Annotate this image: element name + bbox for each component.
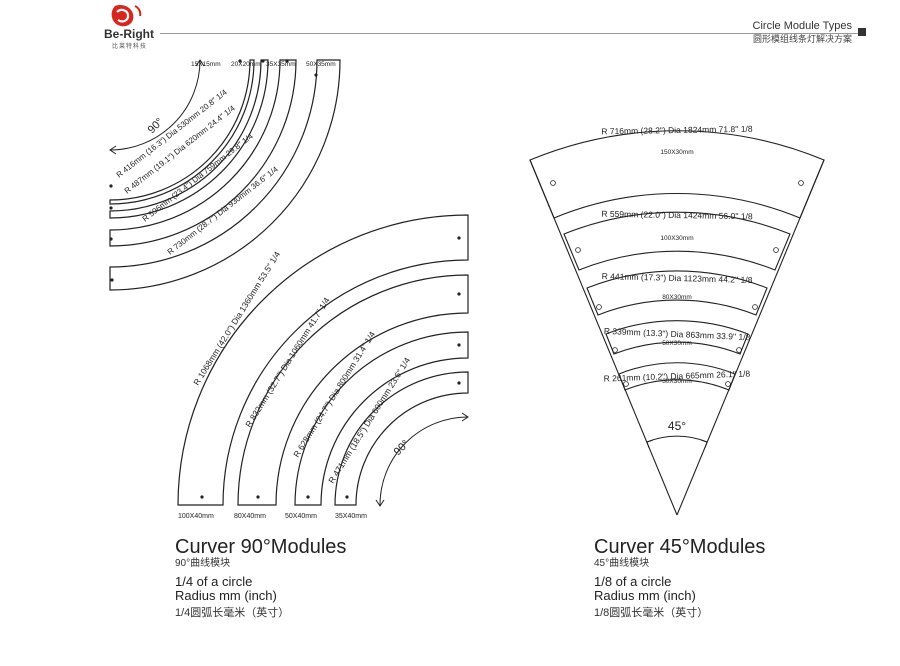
top-width-label-3: 50X35mm bbox=[306, 61, 336, 68]
top-arc-label-3: R 730mm (28.7") Dia 930mm 36.6" 1/4 bbox=[166, 164, 281, 256]
fan-arc-label-0: R 716mm (28.2") Dia 1824mm 71.8'' 1/8 bbox=[601, 124, 753, 137]
diagram45-fan bbox=[529, 130, 825, 516]
header-subtitle: 圆形模组线条灯解决方案 bbox=[752, 34, 852, 44]
band-35x35 bbox=[109, 59, 297, 247]
fan-ring-150x30 bbox=[529, 130, 825, 219]
band-80x40 bbox=[237, 274, 469, 506]
bottom-width-label-2: 50X40mm bbox=[285, 513, 317, 520]
caption45-line1: 1/8 of a circle bbox=[594, 574, 671, 589]
header-title: Circle Module Types bbox=[752, 20, 852, 32]
caption90-title: Curver 90°Modules bbox=[175, 536, 346, 558]
angle-arc-bottom bbox=[379, 416, 469, 506]
fan-width-label-3: 50X30mm bbox=[662, 340, 692, 347]
top-width-label-2: 35X35mm bbox=[266, 61, 296, 68]
caption90-subtitle: 90°曲线模块 bbox=[175, 556, 230, 569]
header-square-icon bbox=[858, 28, 866, 36]
brand-logo-icon bbox=[111, 5, 142, 27]
band-20x20 bbox=[109, 59, 269, 219]
band-50x40 bbox=[294, 331, 469, 506]
fan-angle-label: 45° bbox=[668, 419, 686, 433]
fan-ring-80x30 bbox=[586, 270, 768, 316]
caption90-line1: 1/4 of a circle bbox=[175, 574, 252, 589]
band-35x40 bbox=[334, 371, 469, 506]
fan-width-label-0: 150X30mm bbox=[660, 149, 693, 156]
band-50x35 bbox=[109, 59, 341, 291]
caption45-line2: Radius mm (inch) bbox=[594, 588, 696, 603]
bottom-width-label-0: 100X40mm bbox=[178, 513, 214, 520]
band-100x40 bbox=[177, 214, 469, 506]
angle-arc-top bbox=[109, 59, 201, 151]
fan-width-label-2: 80X30mm bbox=[662, 294, 692, 301]
caption90-line3: 1/4圆弧长毫米（英寸） bbox=[175, 605, 289, 619]
bottom-arc-label-2: R 628mm (24.7") Dia 800mm 31.4" 1/4 bbox=[291, 329, 377, 459]
fan-arc-label-2: R 441mm (17.3") Dia 1123mm 44.2'' 1/8 bbox=[602, 271, 753, 285]
fan-ring-50x30 bbox=[605, 320, 749, 355]
band-15x15 bbox=[109, 59, 255, 205]
fan-width-label-4: 30X30mm bbox=[662, 378, 692, 385]
caption45-subtitle: 45°曲线模块 bbox=[594, 556, 649, 569]
bottom-angle-label: 90° bbox=[392, 438, 412, 458]
caption45-title: Curver 45°Modules bbox=[594, 536, 765, 558]
caption90-line2: Radius mm (inch) bbox=[175, 588, 277, 603]
bottom-width-label-3: 35X40mm bbox=[335, 513, 367, 520]
top-width-label-1: 20X20mm bbox=[231, 61, 261, 68]
diagram90-bottom-group bbox=[177, 214, 469, 507]
brand-name: Be-Right bbox=[104, 27, 154, 41]
fan-width-label-1: 100X30mm bbox=[660, 235, 693, 242]
bottom-arc-label-3: R 471mm (18.5") Dia 600mm 23.6" 1/4 bbox=[326, 355, 412, 485]
bottom-width-label-1: 80X40mm bbox=[234, 513, 266, 520]
diagram90-top-group bbox=[109, 59, 341, 291]
fan-ring-100x30 bbox=[563, 211, 791, 271]
caption45-line3: 1/8圆弧长毫米（英寸） bbox=[594, 605, 708, 619]
angle-arc-45 bbox=[646, 435, 708, 443]
top-width-label-0: 15X15mm bbox=[191, 61, 221, 68]
brand-subtitle: 比莱特科技 bbox=[112, 44, 148, 50]
fan-arc-label-1: R 559mm (22.0") Dia 1424mm 56.0'' 1/8 bbox=[601, 209, 753, 222]
header-rule bbox=[160, 33, 860, 34]
